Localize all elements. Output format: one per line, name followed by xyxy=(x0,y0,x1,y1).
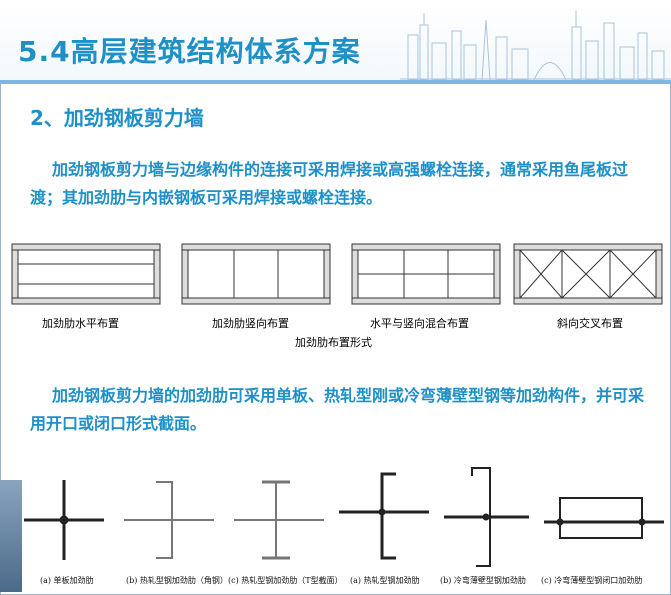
paragraph-stiffener-types-text: 加劲钢板剪力墙的加劲肋可采用单板、热轧型刚或冷弯薄壁型钢等加劲构件，并可采用开口… xyxy=(30,386,645,433)
stiffener-section-diagram xyxy=(24,467,664,567)
city-skyline-illustration xyxy=(400,11,671,80)
background-photo-strip xyxy=(0,480,22,592)
layout-figure-caption: 加劲肋布置形式 xyxy=(295,336,372,349)
section-label-t: (c) 热轧型钢加劲肋（T型截面） xyxy=(228,576,343,585)
panel-diagonal-stiffeners xyxy=(513,243,663,305)
section-label-single-plate: (a) 单板加劲肋 xyxy=(40,576,94,585)
panel-label-diagonal: 斜向交叉布置 xyxy=(557,317,623,330)
section-hot-rolled-channel xyxy=(339,472,429,560)
stiffener-layout-diagram xyxy=(11,243,663,305)
section-t-steel xyxy=(234,480,324,560)
section-label-hot-rolled: (a) 热轧型钢加劲肋 xyxy=(350,576,420,585)
panel-label-vertical: 加劲肋竖向布置 xyxy=(212,317,289,330)
panel-label-mixed: 水平与竖向混合布置 xyxy=(370,317,469,330)
section-label-closed: (c) 冷弯薄壁型钢闭口加劲肋 xyxy=(541,576,643,585)
section-label-angle: (b) 热轧型钢加劲肋（角钢） xyxy=(126,576,228,585)
section-heading: 2、加劲钢板剪力墙 xyxy=(30,106,204,130)
section-cold-formed-open xyxy=(444,467,529,567)
panel-horizontal-stiffeners xyxy=(11,243,161,305)
panel-mixed-stiffeners xyxy=(351,243,501,305)
paragraph-connection-text: 加劲钢板剪力墙与边缘构件的连接可采用焊接或高强螺栓连接，通常采用鱼尾板过渡；其加… xyxy=(30,160,629,207)
section-cold-formed-closed xyxy=(544,497,664,539)
panel-label-horizontal: 加劲肋水平布置 xyxy=(42,317,119,330)
header-divider xyxy=(0,80,671,84)
section-label-cold-formed: (b) 冷弯薄壁型钢加劲肋 xyxy=(440,576,526,585)
paragraph-stiffener-types: 加劲钢板剪力墙的加劲肋可采用单板、热轧型刚或冷弯薄壁型钢等加劲构件，并可采用开口… xyxy=(30,382,650,438)
slide-title: 5.4高层建筑结构体系方案 xyxy=(18,35,361,68)
section-angle-steel xyxy=(124,481,214,559)
section-single-plate xyxy=(24,480,104,560)
panel-vertical-stiffeners xyxy=(181,243,331,305)
paragraph-connection: 加劲钢板剪力墙与边缘构件的连接可采用焊接或高强螺栓连接，通常采用鱼尾板过渡；其加… xyxy=(30,156,650,212)
